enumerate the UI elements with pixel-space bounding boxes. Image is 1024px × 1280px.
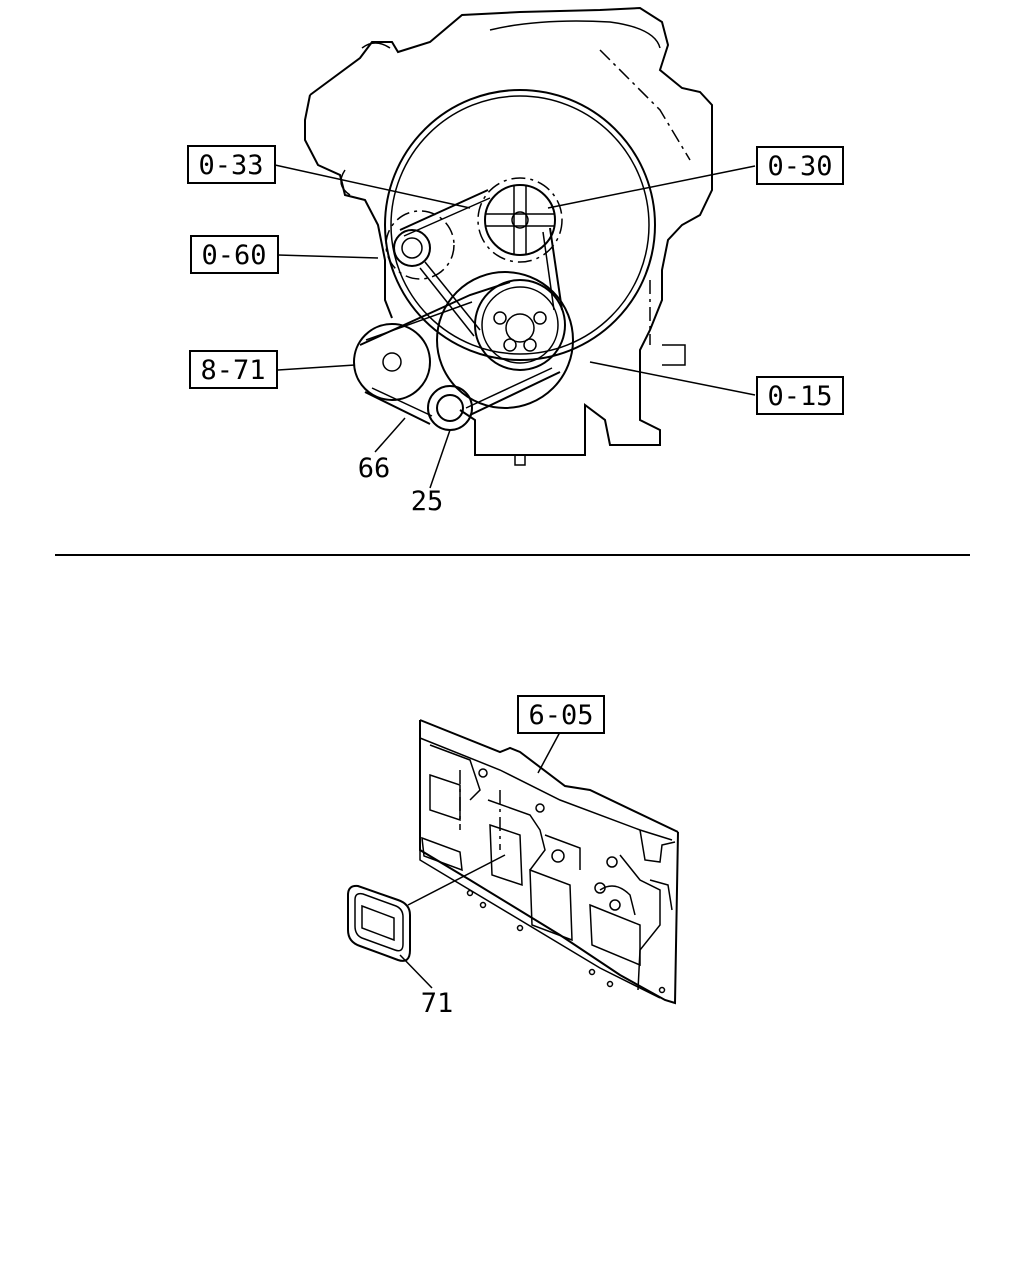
callout-0-15: 0-15	[756, 376, 844, 415]
svg-text:6-05: 6-05	[528, 700, 593, 731]
svg-text:0-33: 0-33	[198, 150, 263, 181]
part-number-71: 71	[421, 988, 454, 1019]
svg-text:0-30: 0-30	[767, 151, 832, 182]
front-panel-assembly	[419, 719, 679, 1005]
part-number-25: 25	[411, 486, 444, 517]
upper-leader-lines	[274, 164, 756, 489]
callout-8-71: 8-71	[189, 350, 278, 389]
grommet-part-71	[347, 884, 411, 962]
svg-text:0-60: 0-60	[201, 240, 266, 271]
callout-6-05: 6-05	[517, 695, 605, 734]
callout-0-60: 0-60	[190, 235, 279, 274]
lower-leader-lines	[399, 731, 561, 989]
svg-text:0-15: 0-15	[767, 381, 832, 412]
engine-assembly	[304, 6, 713, 466]
part-number-66: 66	[358, 453, 391, 484]
svg-text:8-71: 8-71	[200, 355, 265, 386]
callout-0-33: 0-33	[187, 145, 276, 184]
callout-0-30: 0-30	[756, 146, 844, 185]
